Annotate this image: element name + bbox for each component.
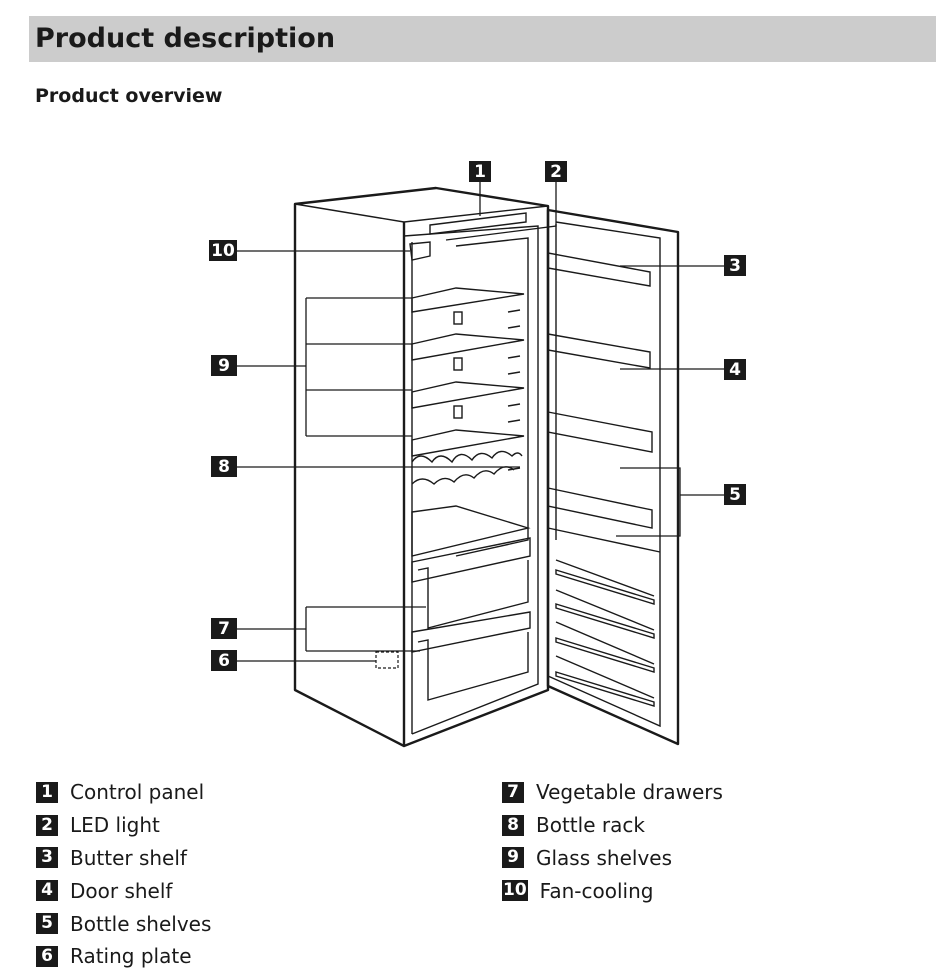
callout-5-number: 5 <box>729 485 741 505</box>
legend-item: 8 Bottle rack <box>502 809 723 842</box>
rating-plate-drawing <box>375 651 399 669</box>
legend-item: 6 Rating plate <box>36 940 211 973</box>
legend-label: Rating plate <box>70 944 192 969</box>
legend-item: 4 Door shelf <box>36 874 211 907</box>
legend-item: 3 Butter shelf <box>36 842 211 875</box>
legend-label: Door shelf <box>70 878 173 903</box>
callout-5: 5 <box>724 484 746 505</box>
callout-2: 2 <box>545 161 567 182</box>
legend-label: Bottle rack <box>536 813 645 838</box>
legend-item: 9 Glass shelves <box>502 842 723 875</box>
legend-number: 6 <box>36 945 58 967</box>
legend-number: 2 <box>36 814 58 836</box>
callout-4-number: 4 <box>729 360 741 380</box>
callout-8-number: 8 <box>218 457 230 477</box>
legend-item: 2 LED light <box>36 809 211 842</box>
legend-label: Vegetable drawers <box>536 780 723 805</box>
legend-label: Fan-cooling <box>539 878 654 903</box>
legend-number: 8 <box>502 814 524 836</box>
callout-8: 8 <box>211 456 237 477</box>
callout-3: 3 <box>724 255 746 276</box>
legend-item: 5 Bottle shelves <box>36 907 211 940</box>
legend-label: Butter shelf <box>70 845 187 870</box>
inner-back-wall <box>455 237 529 557</box>
fridge-door <box>546 208 680 746</box>
callout-7-number: 7 <box>218 619 230 639</box>
glass-shelves-drawing <box>411 287 525 457</box>
legend-number: 10 <box>502 880 528 902</box>
callout-9: 9 <box>211 355 237 376</box>
fridge-diagram: 1 2 3 4 5 6 7 8 9 10 <box>209 161 746 748</box>
callout-9-number: 9 <box>218 356 230 376</box>
legend-label: Glass shelves <box>536 845 673 870</box>
legend-number: 3 <box>36 847 58 869</box>
fan-cooling-unit <box>409 241 431 261</box>
callout-10-number: 10 <box>211 241 235 261</box>
callout-7: 7 <box>211 618 237 639</box>
callout-4: 4 <box>724 359 746 380</box>
leader-lines <box>237 182 724 662</box>
lower-shelf <box>411 505 531 557</box>
legend-number: 5 <box>36 913 58 935</box>
legend-label: LED light <box>70 813 160 838</box>
legend-right-column: 7 Vegetable drawers 8 Bottle rack 9 Glass s… <box>502 776 723 907</box>
legend-item: 1 Control panel <box>36 776 211 809</box>
legend-number: 1 <box>36 781 58 803</box>
page-title: Product description <box>35 23 336 54</box>
legend-number: 9 <box>502 847 524 869</box>
bottle-rack-drawing <box>411 450 523 485</box>
section-subtitle: Product overview <box>35 85 223 107</box>
shelf-supports <box>507 309 521 471</box>
legend-number: 7 <box>502 781 524 803</box>
vegetable-drawers-drawing <box>411 537 531 701</box>
callout-6-number: 6 <box>218 651 230 671</box>
section-header-bar: Product description <box>29 16 936 62</box>
legend-number: 4 <box>36 880 58 902</box>
callout-2-number: 2 <box>550 162 562 182</box>
callout-10: 10 <box>209 240 237 261</box>
legend-label: Control panel <box>70 780 205 805</box>
callout-3-number: 3 <box>729 256 741 276</box>
legend-label: Bottle shelves <box>70 911 212 936</box>
legend-item: 7 Vegetable drawers <box>502 776 723 809</box>
legend-item: 10 Fan-cooling <box>502 874 723 907</box>
callout-1: 1 <box>469 161 491 182</box>
callout-1-number: 1 <box>474 162 486 182</box>
callout-6: 6 <box>211 650 237 671</box>
